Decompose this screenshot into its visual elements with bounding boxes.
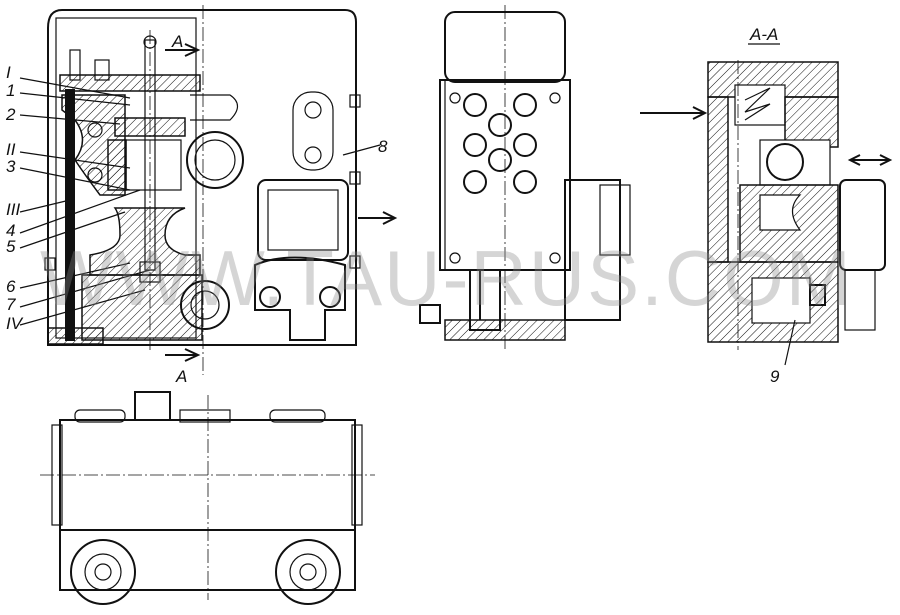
callout-4: 4 <box>6 221 15 240</box>
section-mark-bottom: A <box>175 367 187 386</box>
callout-7: 7 <box>6 295 16 314</box>
callout-3: 3 <box>6 157 16 176</box>
side-view <box>419 5 631 350</box>
callout-1: 1 <box>6 81 15 100</box>
callout-I: I <box>6 63 11 82</box>
callout-6: 6 <box>6 277 16 296</box>
section-title: A-A <box>749 25 778 44</box>
section-mark-top: A <box>171 32 183 51</box>
section-a-a <box>640 60 893 350</box>
callout-IV: IV <box>6 314 24 333</box>
watermark: WWW.TAU-RUS.COM <box>40 234 853 322</box>
port-holes <box>449 92 561 264</box>
callout-II: II <box>6 140 16 159</box>
callout-2: 2 <box>5 105 16 124</box>
callout-9: 9 <box>770 367 780 386</box>
callout-III: III <box>6 200 20 219</box>
callout-8: 8 <box>378 137 388 156</box>
callout-leaders <box>19 77 796 366</box>
plan-view <box>40 391 375 605</box>
callout-labels: I 1 2 II 3 III 4 5 6 7 IV 8 9 A A A-A <box>5 25 780 386</box>
callout-5: 5 <box>6 237 16 256</box>
